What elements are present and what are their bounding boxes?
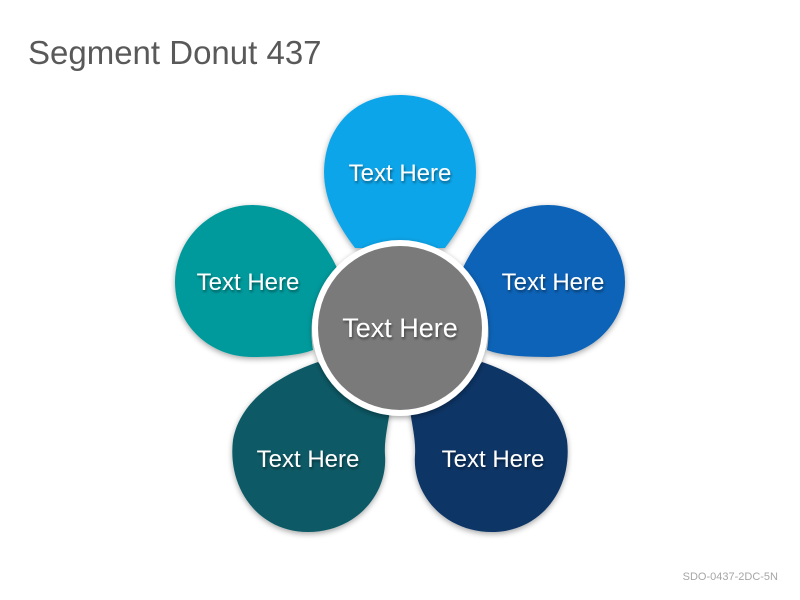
segment-1-shape bbox=[324, 95, 476, 248]
center-hub: Text Here bbox=[312, 240, 488, 416]
segment-5-shape bbox=[175, 205, 338, 357]
segment-2-label: Text Here bbox=[502, 269, 605, 296]
page-title: Segment Donut 437 bbox=[28, 34, 322, 71]
segment-5-label: Text Here bbox=[197, 269, 300, 296]
segment-1: Text Here bbox=[324, 95, 476, 248]
segment-5: Text Here bbox=[175, 205, 338, 357]
segment-4-shape bbox=[232, 362, 390, 532]
center-hub-circle bbox=[318, 246, 482, 410]
slide-code: SDO-0437-2DC-5N bbox=[682, 571, 778, 583]
segment-3-label: Text Here bbox=[442, 446, 545, 473]
segment-2-shape bbox=[462, 205, 625, 357]
segment-4: Text Here bbox=[232, 362, 390, 532]
segment-1-label: Text Here bbox=[349, 160, 452, 187]
segment-4-label: Text Here bbox=[257, 446, 360, 473]
segment-3: Text Here bbox=[410, 362, 568, 532]
segment-3-shape bbox=[410, 362, 568, 532]
segment-2: Text Here bbox=[462, 205, 625, 357]
center-label: Text Here bbox=[342, 313, 458, 343]
